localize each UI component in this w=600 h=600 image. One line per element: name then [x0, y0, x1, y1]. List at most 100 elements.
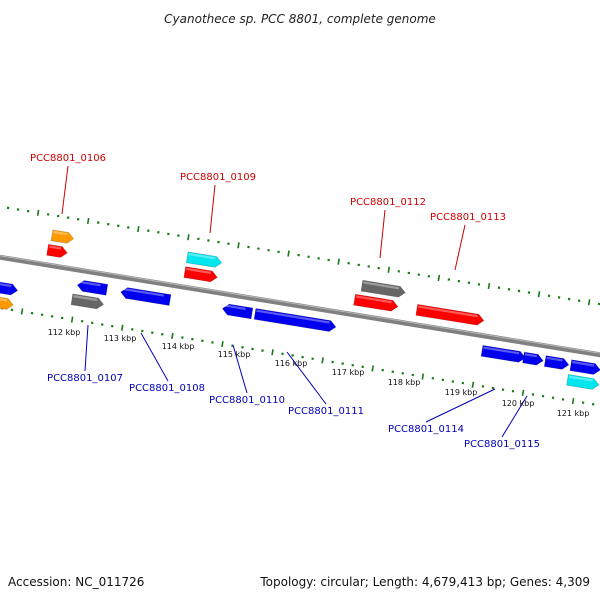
gene-label[interactable]: PCC8801_0106 [30, 153, 106, 164]
gene-arrow [569, 359, 600, 375]
gene-feature[interactable] [353, 293, 399, 312]
axis-tick-label: 118 kbp [388, 378, 421, 387]
major-tick [487, 282, 491, 290]
gene-feature[interactable] [120, 287, 172, 306]
gene-highlight [572, 360, 595, 367]
gene-feature[interactable] [480, 344, 526, 363]
gene-label[interactable]: PCC8801_0110 [209, 395, 285, 406]
callout-line [379, 209, 386, 259]
major-tick [521, 389, 525, 396]
gene-highlight [418, 305, 478, 318]
gene-highlight [48, 245, 62, 250]
gene-feature[interactable] [70, 293, 104, 310]
gene-label[interactable]: PCC8801_0108 [129, 383, 205, 394]
gene-highlight [186, 267, 212, 274]
major-tick [287, 250, 290, 257]
gene-features [0, 229, 600, 390]
gene-arrow [221, 303, 254, 320]
gene-feature[interactable] [522, 351, 545, 366]
gene-highlight [0, 280, 12, 288]
major-tick [371, 365, 374, 372]
major-tick [120, 324, 124, 331]
axis-tick-label: 117 kbp [332, 368, 365, 377]
major-tick [137, 225, 140, 233]
gene-highlight [53, 231, 68, 236]
gene-label[interactable]: PCC8801_0109 [180, 172, 256, 183]
gene-highlight [546, 356, 563, 362]
gene-feature[interactable] [0, 293, 14, 311]
axis-tick-label: 114 kbp [162, 342, 195, 351]
callout-line [501, 395, 528, 438]
major-tick [587, 299, 591, 306]
major-tick [387, 266, 391, 273]
gene-feature[interactable] [76, 280, 109, 296]
gene-arrow [415, 303, 485, 326]
callout-line [286, 351, 327, 405]
gene-feature[interactable] [46, 244, 69, 258]
major-tick [471, 381, 475, 388]
backbone-highlight [0, 255, 600, 354]
gene-highlight [0, 294, 8, 302]
major-tick [36, 209, 40, 216]
gene-arrow [543, 355, 570, 370]
major-tick [321, 357, 324, 364]
major-tick [187, 234, 190, 241]
gene-highlight [256, 309, 330, 324]
gene-label[interactable]: PCC8801_0111 [288, 406, 364, 417]
gene-highlight [483, 346, 520, 355]
gene-label[interactable]: PCC8801_0107 [47, 373, 123, 384]
major-tick [70, 316, 74, 323]
major-tick [337, 258, 340, 265]
gene-arrow [120, 287, 172, 306]
gene-highlight [223, 304, 246, 310]
gene-arrow [566, 374, 600, 390]
gene-label[interactable]: PCC8801_0112 [350, 197, 426, 208]
gene-label[interactable]: PCC8801_0115 [464, 439, 540, 450]
major-tick [221, 340, 224, 348]
major-tick [171, 332, 174, 340]
gene-arrow [522, 351, 544, 366]
major-tick [571, 397, 575, 405]
gene-feature[interactable] [185, 251, 223, 268]
major-tick [537, 291, 541, 298]
map-title: Cyanothece sp. PCC 8801, complete genome [164, 12, 436, 26]
callout-line [209, 184, 216, 234]
gene-feature[interactable] [415, 303, 485, 326]
major-tick [421, 373, 425, 380]
gene-feature[interactable] [253, 308, 337, 332]
callout-line [61, 165, 69, 215]
gene-callouts: PCC8801_0106PCC8801_0109PCC8801_0112PCC8… [30, 153, 540, 450]
gene-feature[interactable] [569, 359, 600, 376]
gene-label[interactable]: PCC8801_0113 [430, 212, 506, 223]
gene-highlight [73, 295, 98, 302]
gene-highlight [524, 353, 537, 358]
gene-feature[interactable] [360, 279, 406, 298]
gene-feature[interactable] [566, 374, 600, 390]
gene-feature[interactable] [543, 355, 570, 371]
callout-line [140, 332, 169, 382]
gene-feature[interactable] [50, 229, 75, 244]
gene-arrow [0, 293, 14, 310]
gene-highlight [78, 280, 101, 287]
gene-label[interactable]: PCC8801_0114 [388, 424, 464, 435]
gene-arrow [353, 293, 399, 312]
axis-tick-label: 116 kbp [275, 359, 308, 368]
gene-arrow [70, 293, 104, 310]
gene-arrow [360, 279, 406, 298]
gene-arrow [46, 244, 68, 258]
gene-feature[interactable] [0, 278, 19, 296]
callout-line [425, 388, 496, 423]
gene-highlight [363, 281, 400, 290]
gene-arrow [185, 251, 223, 268]
major-tick [237, 242, 240, 249]
major-tick [20, 308, 24, 315]
gene-arrow [480, 344, 526, 363]
gene-highlight [568, 375, 593, 382]
axis-tick-label: 112 kbp [48, 328, 81, 337]
axis-tick-label: 119 kbp [445, 388, 478, 397]
gene-feature[interactable] [221, 303, 254, 320]
gene-feature[interactable] [183, 266, 218, 283]
major-tick [86, 217, 90, 225]
